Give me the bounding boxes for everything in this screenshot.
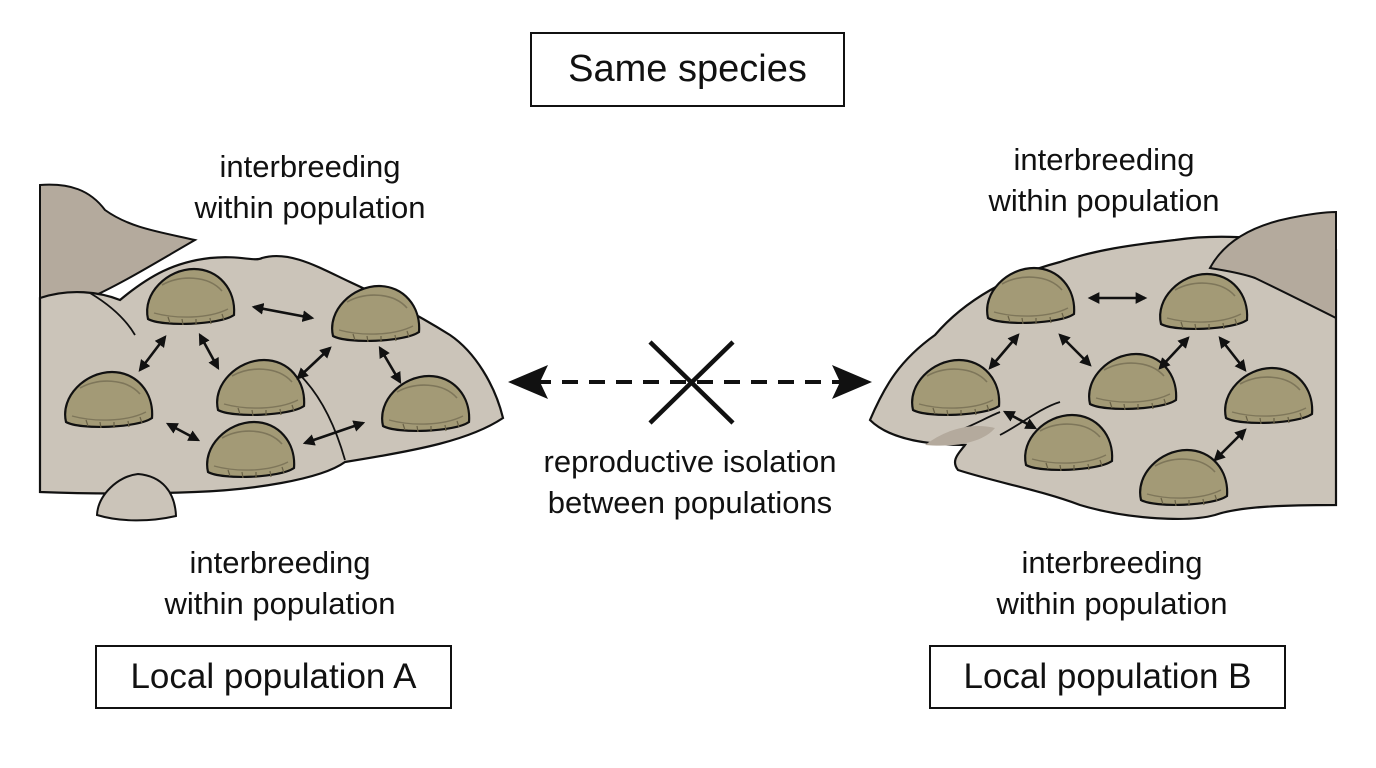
page-title: Same species: [568, 48, 807, 90]
interbreeding-arrow: [302, 420, 366, 446]
cliff-b: [1208, 210, 1337, 320]
interbreeding-arrow: [296, 346, 332, 380]
population-a-top-label: interbreeding within population: [150, 146, 470, 228]
label-line: within population: [996, 586, 1228, 621]
label-line: interbreeding: [1021, 545, 1203, 580]
population-a-bottom-label: interbreeding within population: [120, 542, 440, 624]
isolation-arrowhead-right: [832, 365, 872, 399]
interbreeding-arrows-b: [988, 292, 1247, 462]
population-b-name: Local population B: [963, 657, 1252, 696]
population-b-bottom-label: interbreeding within population: [952, 542, 1272, 624]
label-line: reproductive isolation: [543, 444, 837, 479]
population-b-name-box: Local population B: [929, 645, 1286, 709]
label-line: interbreeding: [189, 545, 371, 580]
interbreeding-arrow: [1213, 428, 1247, 462]
label-line: between populations: [547, 485, 833, 520]
interbreeding-arrow: [1058, 333, 1092, 367]
pebble-a: [95, 472, 178, 522]
label-line: within population: [164, 586, 396, 621]
interbreeding-arrow: [138, 335, 167, 372]
isolation-arrow: [508, 340, 872, 425]
rock-crease-a1: [89, 292, 136, 336]
rock-shade-b: [925, 425, 995, 446]
label-line: within population: [988, 183, 1220, 218]
label-line: interbreeding: [1013, 142, 1195, 177]
interbreeding-arrow: [1002, 410, 1038, 430]
interbreeding-arrow: [378, 345, 402, 385]
isolation-label: reproductive isolation between populatio…: [500, 441, 880, 523]
rock-crease-a2: [299, 374, 346, 461]
interbreeding-arrow: [198, 332, 220, 371]
interbreeding-arrow: [988, 333, 1020, 370]
population-a-name: Local population A: [130, 657, 417, 696]
interbreeding-arrows-a: [138, 302, 402, 446]
population-b-top-label: interbreeding within population: [944, 139, 1264, 221]
interbreeding-arrow: [251, 302, 315, 323]
interbreeding-arrow: [1218, 336, 1247, 372]
interbreeding-arrow: [1158, 336, 1190, 370]
title-box: Same species: [530, 32, 845, 107]
label-line: within population: [194, 190, 426, 225]
block-cross-icon: [648, 340, 735, 425]
interbreeding-arrow: [165, 422, 201, 442]
population-a-name-box: Local population A: [95, 645, 452, 709]
cliff-a: [39, 183, 198, 302]
isolation-arrowhead-left: [508, 365, 548, 399]
label-line: interbreeding: [219, 149, 401, 184]
